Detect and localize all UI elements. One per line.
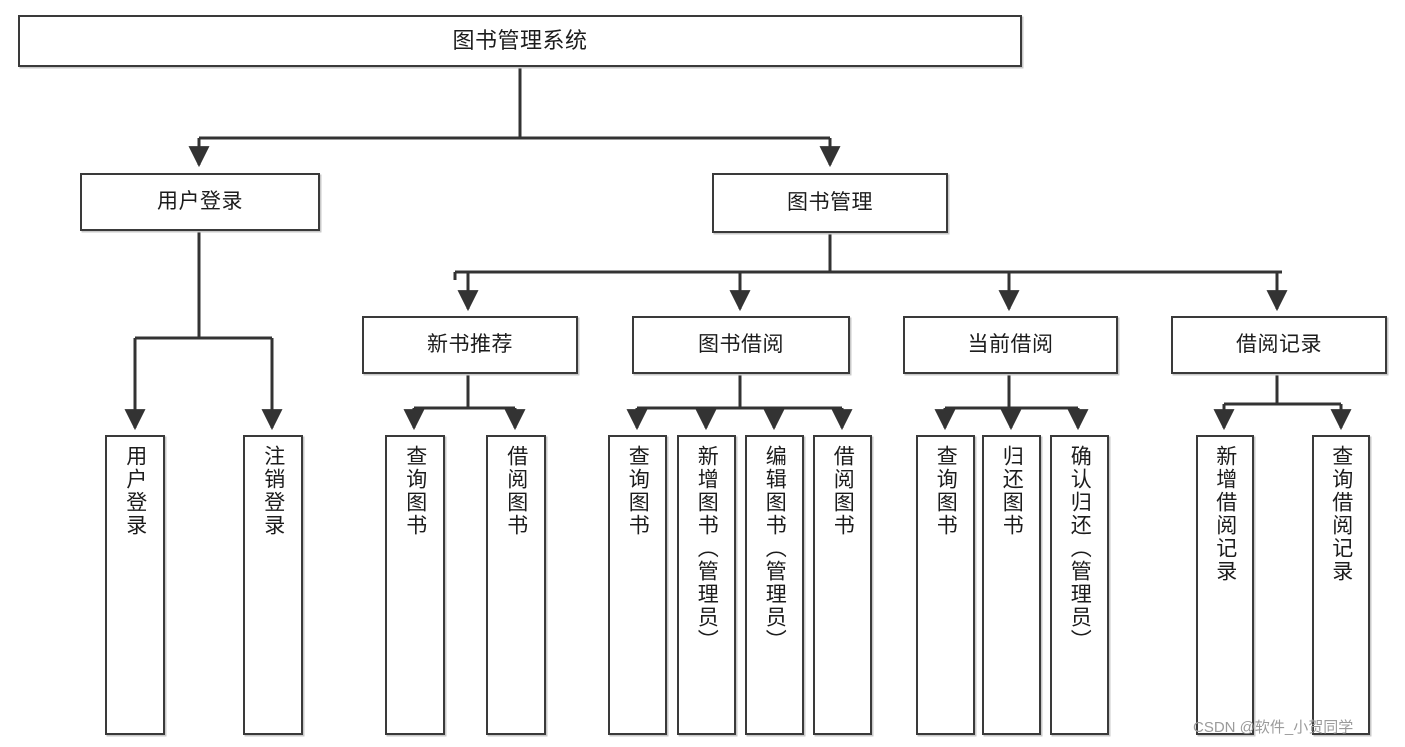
node-leaf-query-book-1[interactable]: 查询图书 (385, 435, 445, 735)
node-leaf-logout[interactable]: 注销登录 (243, 435, 303, 735)
node-leaf-query-record[interactable]: 查询借阅记录 (1312, 435, 1370, 735)
node-book-borrow-label: 图书借阅 (698, 332, 784, 356)
node-leaf-query-book-3-label: 查询图书 (934, 445, 958, 537)
node-user-login-label: 用户登录 (157, 189, 243, 213)
node-leaf-user-login-label: 用户登录 (123, 445, 147, 537)
node-leaf-borrow-book-1-label: 借阅图书 (504, 445, 528, 537)
node-book-borrow[interactable]: 图书借阅 (632, 316, 850, 374)
node-leaf-logout-label: 注销登录 (261, 445, 285, 537)
node-root-label: 图书管理系统 (452, 28, 588, 54)
node-leaf-user-login[interactable]: 用户登录 (105, 435, 165, 735)
node-leaf-add-book[interactable]: 新增图书（管理员） (677, 435, 736, 735)
node-leaf-confirm-return-label: 确认归还（管理员） (1068, 445, 1092, 652)
node-root[interactable]: 图书管理系统 (18, 15, 1022, 67)
node-leaf-edit-book-label: 编辑图书（管理员） (763, 445, 787, 652)
node-leaf-borrow-book-1[interactable]: 借阅图书 (486, 435, 546, 735)
node-leaf-add-record[interactable]: 新增借阅记录 (1196, 435, 1254, 735)
node-leaf-query-book-2[interactable]: 查询图书 (608, 435, 667, 735)
node-new-book-rec-label: 新书推荐 (427, 332, 513, 356)
node-leaf-query-book-1-label: 查询图书 (403, 445, 427, 537)
watermark-text: CSDN @软件_小贺同学 (1193, 719, 1354, 736)
node-leaf-borrow-book-2[interactable]: 借阅图书 (813, 435, 872, 735)
node-leaf-return-book-label: 归还图书 (1000, 445, 1024, 537)
node-book-manage[interactable]: 图书管理 (712, 173, 948, 233)
node-current-borrow[interactable]: 当前借阅 (903, 316, 1118, 374)
node-leaf-borrow-book-2-label: 借阅图书 (831, 445, 855, 537)
node-leaf-return-book[interactable]: 归还图书 (982, 435, 1041, 735)
node-leaf-query-book-2-label: 查询图书 (626, 445, 650, 537)
node-borrow-record-label: 借阅记录 (1236, 332, 1322, 356)
node-borrow-record[interactable]: 借阅记录 (1171, 316, 1387, 374)
node-new-book-rec[interactable]: 新书推荐 (362, 316, 578, 374)
node-leaf-confirm-return[interactable]: 确认归还（管理员） (1050, 435, 1109, 735)
node-book-manage-label: 图书管理 (787, 190, 873, 214)
node-leaf-query-book-3[interactable]: 查询图书 (916, 435, 975, 735)
node-leaf-add-book-label: 新增图书（管理员） (695, 445, 719, 652)
node-leaf-edit-book[interactable]: 编辑图书（管理员） (745, 435, 804, 735)
node-leaf-add-record-label: 新增借阅记录 (1213, 445, 1237, 583)
node-leaf-query-record-label: 查询借阅记录 (1329, 445, 1353, 583)
node-user-login[interactable]: 用户登录 (80, 173, 320, 231)
node-current-borrow-label: 当前借阅 (967, 332, 1054, 356)
